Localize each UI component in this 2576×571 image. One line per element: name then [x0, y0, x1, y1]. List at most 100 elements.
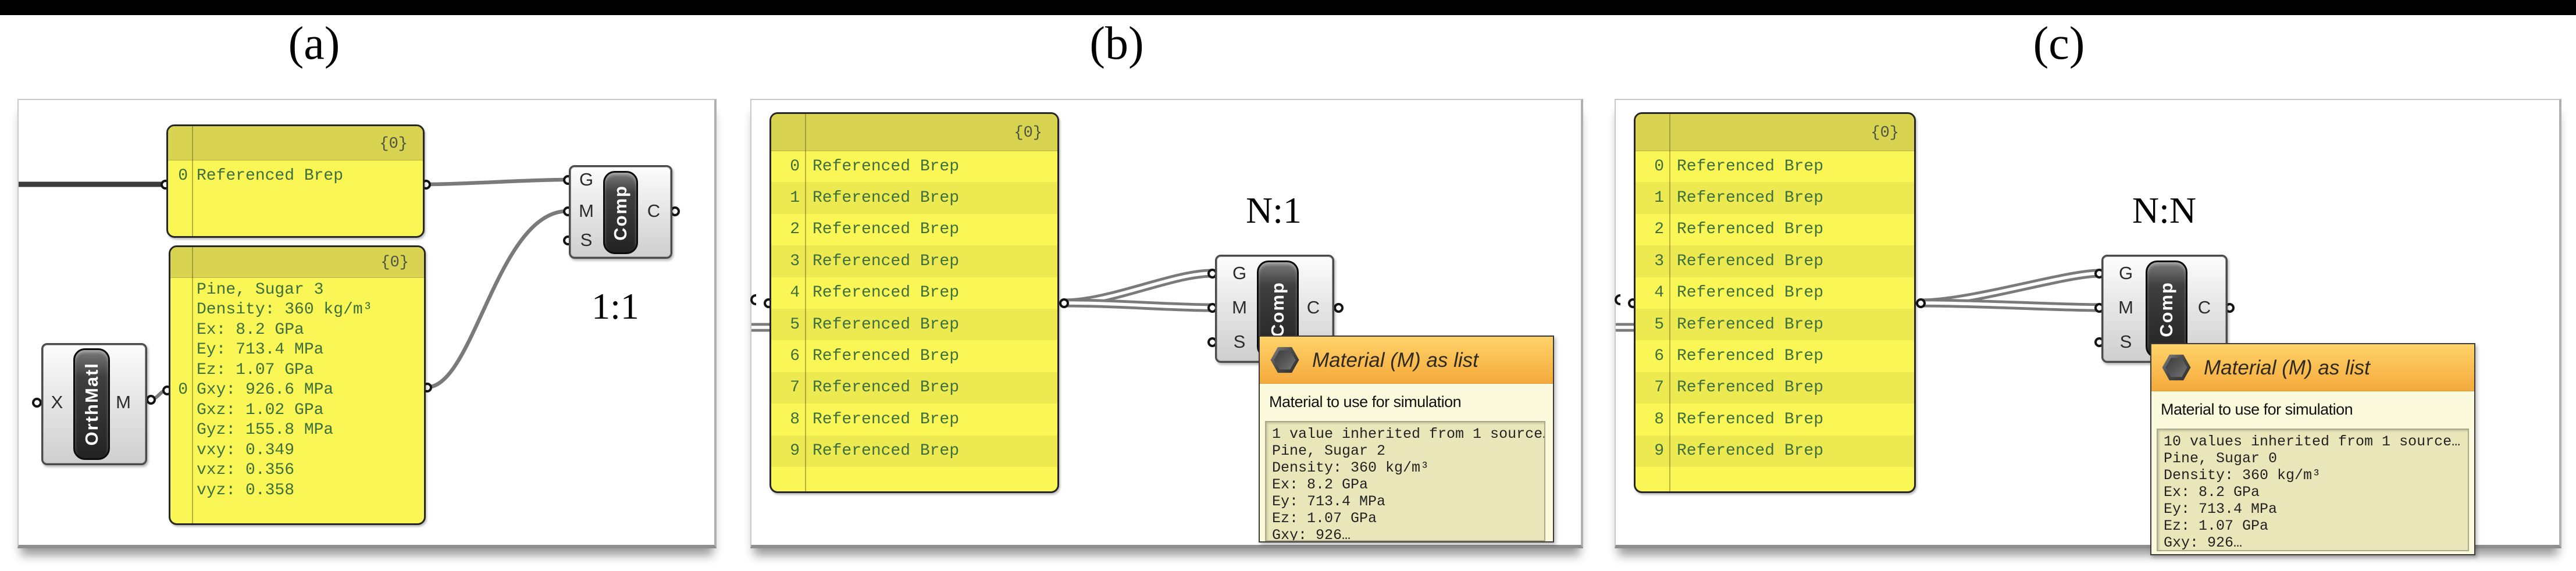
path-tag: {0}: [1870, 124, 1899, 142]
port-c-output[interactable]: C: [647, 201, 661, 221]
path-tag: {0}: [379, 135, 408, 153]
tooltip-value-line: Density: 360 kg/m³: [1272, 459, 1430, 476]
tooltip-value-line: Ex: 8.2 GPa: [2164, 484, 2260, 501]
list-item: 6 Referenced Brep: [1636, 340, 1914, 372]
data-panel-brep-b[interactable]: {0} 0 Referenced Brep 1 Referenced Brep …: [769, 112, 1059, 493]
comp-component-a[interactable]: Comp: [569, 165, 672, 259]
item-index: 5: [790, 315, 800, 334]
item-index: 0: [790, 157, 800, 176]
list-item: 7 Referenced Brep: [1636, 372, 1914, 404]
hexagon-icon: [1270, 347, 1299, 373]
item-index: 7: [1654, 379, 1664, 397]
item-index: 0: [178, 166, 188, 185]
wire-brep-to-g-c: [1920, 269, 2100, 308]
index-divider: [805, 114, 806, 491]
wire-grip[interactable]: [1059, 298, 1069, 308]
item-text: Gxy: 926.6 MPa: [197, 381, 334, 399]
port-s-input[interactable]: S: [580, 230, 593, 250]
item-label: Referenced Brep: [1677, 347, 1824, 366]
ratio-label-b: N:1: [1246, 190, 1302, 231]
item-label: Referenced Brep: [1677, 410, 1824, 429]
index-divider: [192, 126, 193, 236]
item-label: Referenced Brep: [813, 189, 960, 208]
port-m-input[interactable]: M: [579, 201, 594, 221]
item-label: Referenced Brep: [813, 315, 960, 334]
item-label: Referenced Brep: [1677, 442, 1824, 461]
orthmatl-component[interactable]: OrthMatl: [41, 343, 147, 465]
port-s-input[interactable]: S: [2119, 331, 2132, 352]
list-item: 0 Referenced Brep: [771, 151, 1057, 182]
item-index: 5: [1654, 315, 1664, 334]
material-property-line: Gyz: 155.8 MPa: [170, 420, 424, 441]
list-item: 4 Referenced Brep: [1636, 277, 1914, 309]
material-property-line: Pine, Sugar 3: [170, 280, 424, 300]
path-tag: {0}: [1014, 124, 1042, 142]
wire-grip[interactable]: [145, 394, 156, 405]
item-index: 3: [790, 252, 800, 270]
figure-label-b: (b): [1089, 18, 1144, 69]
port-m-input[interactable]: M: [1232, 297, 1247, 317]
port-x-input[interactable]: X: [51, 392, 63, 412]
material-property-line: Ey: 713.4 MPa: [170, 340, 424, 361]
tooltip-material-b: Material (M) as list Material to use for…: [1259, 336, 1554, 543]
item-label: Referenced Brep: [813, 379, 960, 397]
item-label: Referenced Brep: [197, 166, 344, 185]
item-index: 9: [790, 442, 800, 461]
port-c-output[interactable]: C: [2197, 297, 2211, 317]
port-g-input[interactable]: G: [1232, 263, 1247, 283]
list-item: 3 Referenced Brep: [771, 245, 1057, 277]
tooltip-value-line: Ey: 713.4 MPa: [2164, 501, 2278, 518]
port-s-input[interactable]: S: [1233, 331, 1246, 352]
port-c-output[interactable]: C: [1306, 297, 1320, 317]
port-g-input[interactable]: G: [579, 169, 594, 190]
item-label: Referenced Brep: [1677, 284, 1824, 302]
list-item: 4 Referenced Brep: [771, 277, 1057, 309]
component-name: Comp: [610, 184, 630, 241]
wire-grip[interactable]: [1333, 302, 1344, 313]
wire-grip[interactable]: [1915, 298, 1926, 308]
data-panel-brep-a[interactable]: {0} 0 Referenced Brep: [166, 124, 425, 238]
wire-material-to-m-b: [1063, 298, 1213, 312]
component-capsule[interactable]: Comp: [2146, 260, 2187, 358]
item-text: Ez: 1.07 GPa: [197, 361, 314, 379]
item-index: 8: [790, 410, 800, 429]
item-label: Referenced Brep: [1677, 157, 1824, 176]
tooltip-value-line: Ey: 713.4 MPa: [1272, 493, 1386, 510]
item-index: 6: [790, 347, 800, 366]
list-item: 2 Referenced Brep: [771, 214, 1057, 245]
data-panel-brep-c[interactable]: {0} 0 Referenced Brep 1 Referenced Brep …: [1634, 112, 1916, 493]
list-item: 0 Referenced Brep: [168, 160, 423, 191]
list-item: 5 Referenced Brep: [771, 308, 1057, 341]
tooltip-material-c: Material (M) as list Material to use for…: [2150, 343, 2475, 555]
figure-label-c: (c): [2033, 18, 2085, 69]
wire-grip[interactable]: [31, 397, 42, 408]
clipped-wire-grip: [750, 294, 756, 305]
list-item: 6 Referenced Brep: [771, 340, 1057, 372]
list-item: 8 Referenced Brep: [771, 404, 1057, 435]
ratio-label-a: 1:1: [592, 286, 639, 327]
port-m-output[interactable]: M: [116, 392, 131, 412]
list-item: 7 Referenced Brep: [771, 372, 1057, 404]
component-capsule[interactable]: Comp: [603, 171, 638, 254]
item-text: vxy: 0.349: [197, 441, 295, 459]
wire-material-to-m-a: [426, 209, 568, 390]
item-label: Referenced Brep: [813, 252, 960, 270]
tooltip-value-line: Pine, Sugar 2: [1272, 442, 1386, 459]
hexagon-icon: [2162, 354, 2191, 381]
item-label: Referenced Brep: [1677, 252, 1824, 270]
data-panel-material-a[interactable]: {0} Pine, Sugar 3 Density: 360 kg/m³ Ex:…: [169, 245, 426, 525]
item-label: Referenced Brep: [813, 442, 960, 461]
tooltip-value-box: 10 values inherited from 1 source…Pine, …: [2157, 429, 2469, 551]
item-label: Referenced Brep: [1677, 379, 1824, 397]
material-property-line: 0 Gxy: 926.6 MPa: [170, 380, 424, 401]
item-label: Referenced Brep: [813, 220, 960, 239]
list-item: 2 Referenced Brep: [1636, 214, 1914, 245]
port-g-input[interactable]: G: [2118, 263, 2133, 283]
component-capsule[interactable]: OrthMatl: [73, 348, 110, 460]
wire-brep-to-g-b: [1063, 269, 1213, 308]
list-item: 9 Referenced Brep: [1636, 435, 1914, 467]
list-item: 9 Referenced Brep: [771, 435, 1057, 467]
item-index: 7: [790, 379, 800, 397]
item-index: 2: [1654, 220, 1664, 239]
port-m-input[interactable]: M: [2118, 297, 2133, 317]
